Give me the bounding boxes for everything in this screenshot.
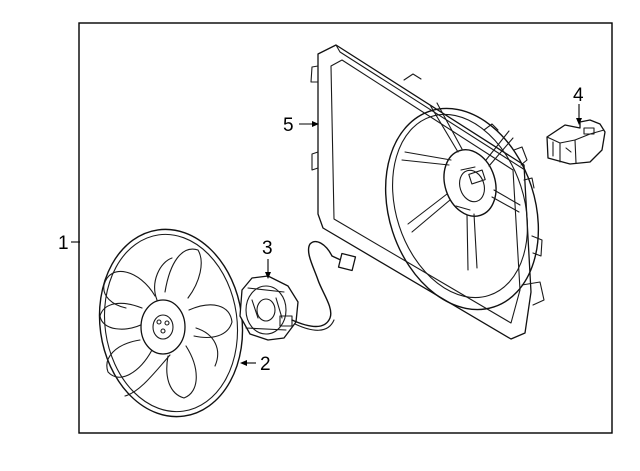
leader-lines [71, 104, 582, 366]
callout-1: 1 [58, 233, 69, 254]
resistor-connector [546, 119, 606, 165]
callout-4: 4 [573, 85, 584, 106]
callout-2: 2 [260, 354, 271, 375]
callout-3: 3 [262, 238, 273, 259]
fan-shroud [310, 44, 545, 340]
fan-motor [239, 240, 357, 341]
diagram-frame [78, 22, 613, 434]
callout-5: 5 [283, 115, 294, 136]
fan-blade [98, 228, 244, 418]
